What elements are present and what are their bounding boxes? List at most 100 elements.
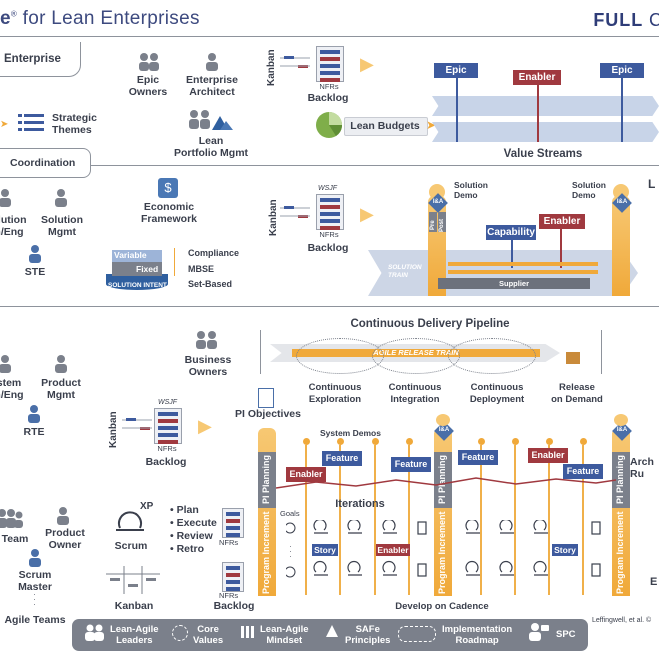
- portfolio-kanban-arrows: [280, 52, 314, 70]
- demo-marker: [478, 438, 485, 445]
- demo-marker: [406, 438, 413, 445]
- supplier-label: Supplier: [498, 279, 529, 288]
- cycle-ring: [296, 338, 384, 374]
- value-stream: [432, 122, 512, 142]
- pre-label: Pre: [430, 220, 436, 230]
- demo-head-icon: [614, 414, 628, 426]
- edge-label: L: [648, 177, 656, 191]
- demo-pole: [582, 445, 584, 595]
- ellipsis: ···: [33, 589, 36, 609]
- cycle-ring: [372, 338, 460, 374]
- program-backlog-label: Backlog: [145, 456, 187, 468]
- solution-backlog-icon: [316, 194, 344, 230]
- demo-marker: [580, 438, 587, 445]
- wsjf-label: WSJF: [158, 399, 178, 406]
- demo-pole: [514, 445, 516, 595]
- kanban-board-icon: [106, 566, 160, 594]
- demo-head-icon: [436, 414, 450, 426]
- spc-icon: [528, 622, 550, 642]
- portfolio-kanban-label: Kanban: [266, 49, 277, 86]
- team-icon: [0, 508, 24, 535]
- arrow-icon: ➤: [0, 119, 9, 130]
- person-icon: [54, 354, 68, 379]
- system-demos-label: System Demos: [320, 428, 381, 438]
- program-increment-label: Program Increment: [261, 511, 271, 594]
- demo-pole: [408, 445, 410, 595]
- scrum-events-list: • Plan • Execute • Review • Retro: [170, 504, 217, 555]
- dollar-icon: $: [158, 178, 178, 198]
- enabler-pole: [560, 228, 562, 268]
- cdp-bracket: [260, 330, 602, 374]
- capability-tag: Capability: [486, 225, 536, 240]
- feature-tag: Feature: [563, 464, 603, 479]
- story-tag: Story: [312, 544, 338, 556]
- ellipsis: ···: [289, 541, 292, 561]
- team-nfrs: NFRs: [219, 538, 239, 547]
- coordination-box: Coordination: [0, 148, 91, 178]
- enabler-tag: Enabler: [513, 70, 561, 85]
- person-icon: [0, 188, 12, 213]
- compliance-label: Compliance: [188, 248, 240, 258]
- solution-pillar: [612, 196, 630, 296]
- chevron-right-icon: ▶: [360, 204, 374, 224]
- chevron-right-icon: ▶: [198, 416, 212, 436]
- solution-intent-icon: [104, 246, 168, 290]
- enterprise-box: Enterprise: [0, 42, 81, 77]
- ia-label: I&A: [616, 427, 628, 433]
- business-owners-icon: [194, 330, 220, 355]
- feature-tag: Feature: [458, 450, 498, 465]
- pi-planning-label: PI Planning: [615, 454, 625, 504]
- config-label: FULL C: [593, 10, 659, 30]
- demo-pole: [339, 445, 341, 595]
- set-based-label: Set-Based: [188, 279, 233, 289]
- edge-label: E: [650, 576, 658, 588]
- supplier-bar: [438, 278, 590, 289]
- ste-label: STE: [24, 266, 46, 278]
- rte-label: RTE: [23, 426, 45, 438]
- capability-pole: [511, 238, 513, 268]
- program-kanban-arrows: [122, 414, 156, 439]
- value-stream: [432, 96, 512, 116]
- solution-kanban-arrows: [280, 202, 314, 227]
- solution-rule: [0, 306, 659, 307]
- enabler-tag: Enabler: [539, 214, 585, 229]
- scrum-cycle-icon: [114, 508, 146, 539]
- wsjf-label: WSJF: [318, 185, 338, 192]
- demo-marker: [372, 438, 379, 445]
- lpm-team-icon: [186, 108, 234, 139]
- post-label: Post: [439, 218, 445, 232]
- portfolio-nfrs: NFRs: [319, 82, 339, 91]
- leaders-icon: [84, 623, 104, 643]
- program-backlog-icon: [154, 408, 182, 444]
- pi-planning-label: PI Planning: [261, 454, 271, 504]
- ia-label: I&A: [616, 199, 628, 205]
- feature-tag: Feature: [322, 451, 362, 466]
- solution-backlog-label: Backlog: [307, 242, 349, 254]
- value-streams-label: Value Streams: [503, 148, 583, 160]
- system-arch-label: stemh/Eng: [0, 377, 24, 401]
- team-backlog-icon: [222, 508, 244, 538]
- feature-tag: Feature: [391, 457, 431, 472]
- scrum-master-icon: [28, 548, 42, 573]
- program-kanban-label: Kanban: [108, 411, 119, 448]
- enabler-tag: Enabler: [286, 467, 326, 482]
- pre-marker: [429, 212, 437, 232]
- epic-tag: Epic: [600, 63, 644, 78]
- enabler-tag: Enabler: [376, 544, 410, 556]
- pi-objectives-label: PI Objectives: [235, 408, 301, 420]
- credit-label: Leffingwell, et al. ©: [592, 617, 652, 624]
- develop-on-cadence-label: Develop on Cadence: [395, 601, 489, 612]
- person-icon: [0, 354, 12, 379]
- page-title: e® for Lean Enterprises: [0, 8, 200, 29]
- ia-label: I&A: [432, 199, 444, 205]
- cycle-ring: [448, 338, 536, 374]
- program-nfrs: NFRs: [157, 444, 177, 453]
